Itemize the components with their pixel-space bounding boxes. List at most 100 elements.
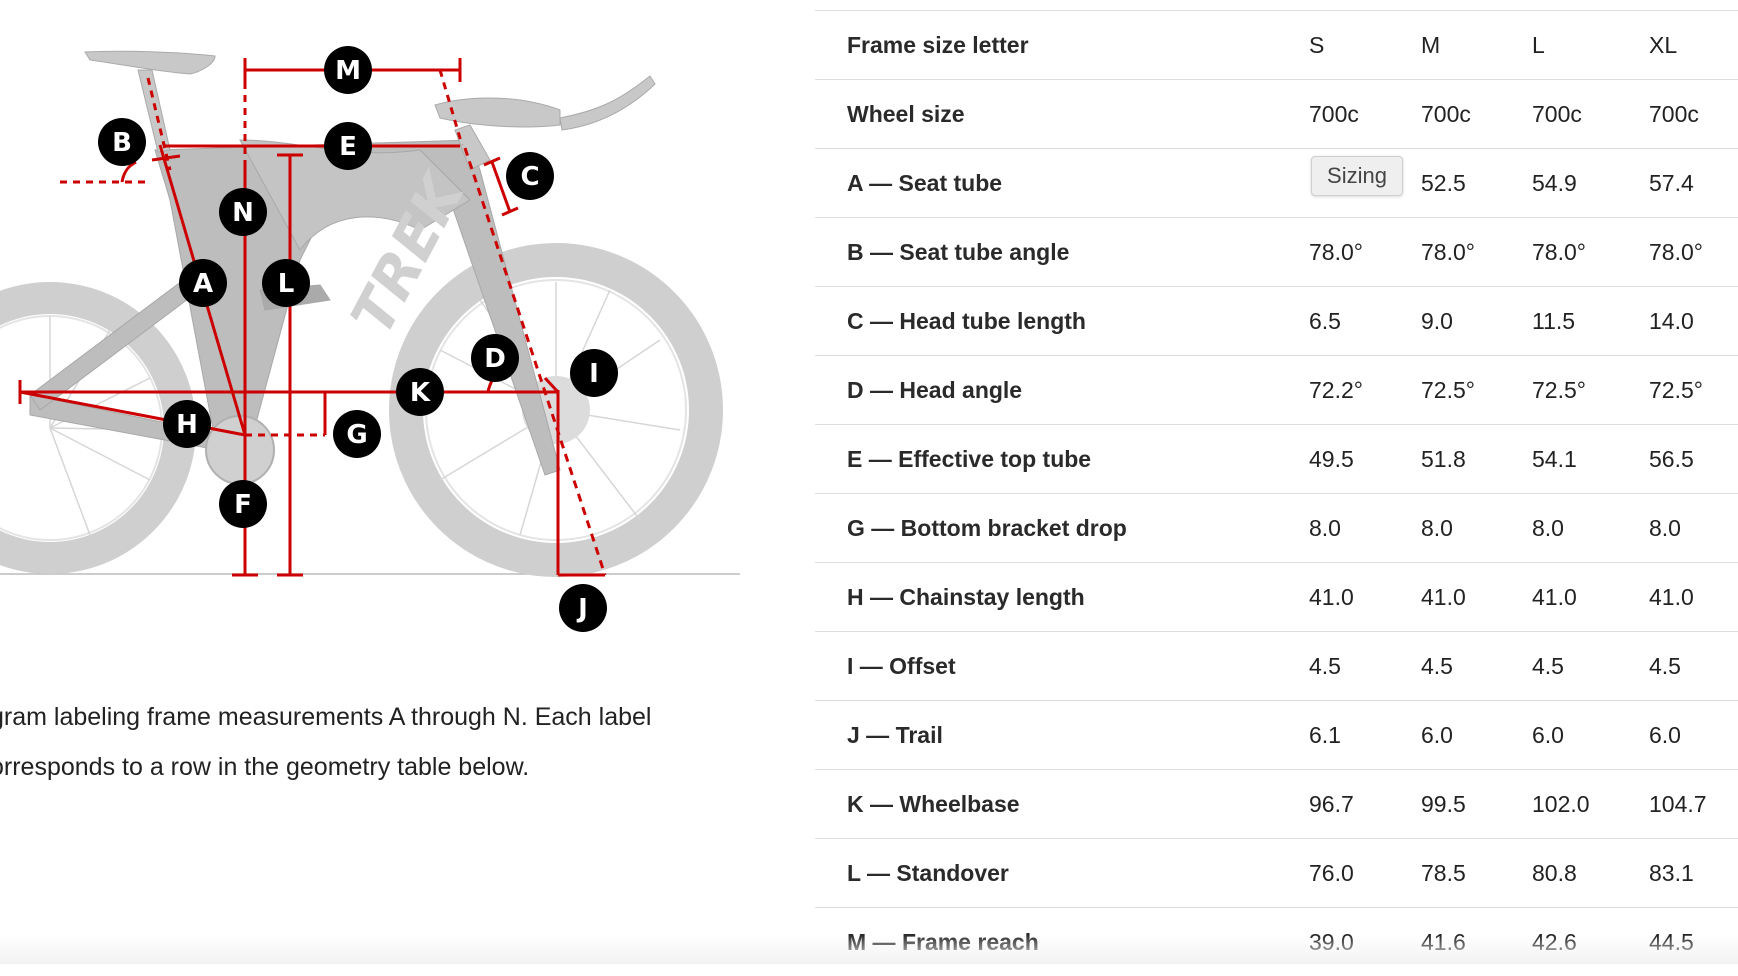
cell-m: 4.5: [1421, 653, 1453, 679]
cell-l: 78.0°: [1532, 239, 1586, 265]
cell-xl: 6.0: [1649, 722, 1681, 748]
row-label: Wheel size: [847, 101, 965, 127]
label-h: H: [163, 400, 211, 448]
diagram-caption: gram labeling frame measurements A throu…: [0, 692, 750, 792]
cell-l: 54.9: [1532, 170, 1577, 196]
cell-s: 76.0: [1309, 860, 1354, 886]
cell-m: 78.5: [1421, 860, 1466, 886]
cell-m: 99.5: [1421, 791, 1466, 817]
cell-xl: 83.1: [1649, 860, 1694, 886]
svg-text:E: E: [339, 132, 357, 162]
cell-m: 52.5: [1421, 170, 1466, 196]
bottom-fade: [0, 935, 1738, 964]
cell-s: 6.1: [1309, 722, 1341, 748]
row-label: K — Wheelbase: [847, 791, 1020, 817]
cell-s: 700c: [1309, 101, 1359, 127]
cell-m: 9.0: [1421, 308, 1453, 334]
cell-xl: 14.0: [1649, 308, 1694, 334]
svg-text:L: L: [278, 269, 295, 299]
svg-text:D: D: [484, 344, 506, 374]
cell-m: 6.0: [1421, 722, 1453, 748]
label-l: L: [262, 259, 310, 307]
row-label: B — Seat tube angle: [847, 239, 1070, 265]
cell-l: 80.8: [1532, 860, 1577, 886]
cell-s: 6.5: [1309, 308, 1341, 334]
svg-text:A: A: [193, 269, 213, 299]
table-row: C — Head tube length 6.5 9.0 11.5 14.0: [815, 286, 1738, 355]
cell-xl: 72.5°: [1649, 377, 1703, 403]
cell-l: 4.5: [1532, 653, 1564, 679]
cell-s: 78.0°: [1309, 239, 1363, 265]
label-m: M: [324, 46, 372, 94]
table-row: H — Chainstay length 41.0 41.0 41.0 41.0: [815, 562, 1738, 631]
row-label: A — Seat tube: [847, 170, 1003, 196]
svg-text:B: B: [112, 128, 132, 158]
cell-xl: 41.0: [1649, 584, 1694, 610]
label-k: K: [396, 368, 444, 416]
cell-l: 54.1: [1532, 446, 1577, 472]
row-label: L — Standover: [847, 860, 1009, 886]
table-row: D — Head angle 72.2° 72.5° 72.5° 72.5°: [815, 355, 1738, 424]
row-label: H — Chainstay length: [847, 584, 1085, 610]
header-size-xl: XL: [1649, 32, 1678, 58]
cell-m: 700c: [1421, 101, 1471, 127]
table-row: L — Standover 76.0 78.5 80.8 83.1: [815, 838, 1738, 907]
cell-xl: 104.7: [1649, 791, 1707, 817]
caption-line-2: orresponds to a row in the geometry tabl…: [0, 753, 530, 781]
cell-m: 51.8: [1421, 446, 1466, 472]
label-f: F: [219, 480, 267, 528]
label-j: J: [559, 584, 607, 632]
cell-l: 72.5°: [1532, 377, 1586, 403]
cell-m: 41.0: [1421, 584, 1466, 610]
row-label: I — Offset: [847, 653, 956, 679]
header-size-l: L: [1532, 32, 1545, 58]
cell-s: 8.0: [1309, 515, 1341, 541]
cell-s: 72.2°: [1309, 377, 1363, 403]
table-row: B — Seat tube angle 78.0° 78.0° 78.0° 78…: [815, 217, 1738, 286]
label-n: N: [219, 188, 267, 236]
svg-text:G: G: [346, 420, 367, 450]
label-g: G: [333, 410, 381, 458]
cell-xl: 57.4: [1649, 170, 1694, 196]
label-i: I: [570, 349, 618, 397]
row-label: J — Trail: [847, 722, 943, 748]
table-row: A — Seat tube 52.5 54.9 57.4: [815, 148, 1738, 217]
header-size-s: S: [1309, 32, 1325, 58]
sizing-tooltip: Sizing: [1311, 156, 1403, 196]
label-b: B: [98, 118, 146, 166]
svg-text:N: N: [232, 198, 254, 228]
cell-l: 41.0: [1532, 584, 1577, 610]
table-row: J — Trail 6.1 6.0 6.0 6.0: [815, 700, 1738, 769]
svg-text:I: I: [589, 359, 599, 389]
row-label: D — Head angle: [847, 377, 1023, 403]
cell-s: 4.5: [1309, 653, 1341, 679]
row-label: C — Head tube length: [847, 308, 1086, 334]
header-size-m: M: [1421, 32, 1441, 58]
table-row: E — Effective top tube 49.5 51.8 54.1 56…: [815, 424, 1738, 493]
svg-text:H: H: [176, 410, 198, 440]
row-label: E — Effective top tube: [847, 446, 1092, 472]
table-row: K — Wheelbase 96.7 99.5 102.0 104.7: [815, 769, 1738, 838]
svg-text:C: C: [520, 162, 539, 192]
cell-xl: 78.0°: [1649, 239, 1703, 265]
cell-xl: 4.5: [1649, 653, 1681, 679]
caption-line-1: gram labeling frame measurements A throu…: [0, 703, 652, 731]
header-label: Frame size letter: [847, 32, 1029, 58]
table-row: G — Bottom bracket drop 8.0 8.0 8.0 8.0: [815, 493, 1738, 562]
cell-l: 6.0: [1532, 722, 1564, 748]
cell-s: 49.5: [1309, 446, 1354, 472]
measurement-labels: M E B C N A L D I K H G F J: [98, 46, 618, 632]
row-label: G — Bottom bracket drop: [847, 515, 1127, 541]
bike-geometry-diagram: TREK: [0, 46, 740, 632]
cell-xl: 8.0: [1649, 515, 1681, 541]
cell-m: 8.0: [1421, 515, 1453, 541]
svg-text:K: K: [410, 378, 431, 408]
cell-s: 96.7: [1309, 791, 1354, 817]
cell-m: 78.0°: [1421, 239, 1475, 265]
svg-text:J: J: [576, 594, 588, 624]
cell-m: 72.5°: [1421, 377, 1475, 403]
cell-l: 102.0: [1532, 791, 1590, 817]
svg-text:F: F: [234, 490, 252, 520]
label-d: D: [471, 334, 519, 382]
cell-l: 8.0: [1532, 515, 1564, 541]
